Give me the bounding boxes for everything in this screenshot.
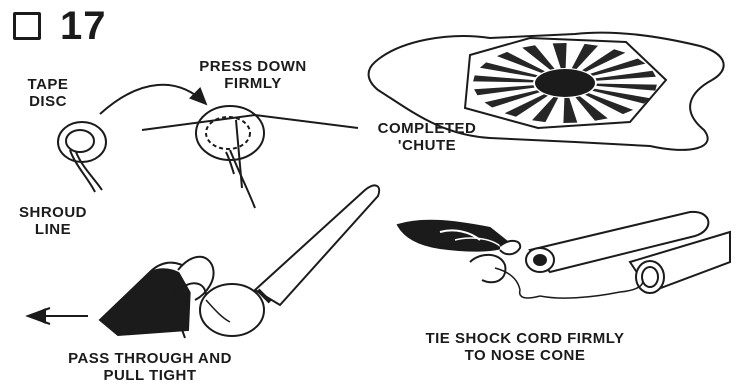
tape-disc-label: TAPE DISC	[10, 76, 86, 110]
tie-shock-cord-label-line2: TO NOSE CONE	[405, 347, 645, 364]
tie-shock-cord-drawing	[398, 212, 730, 298]
pass-through-label: PASS THROUGH AND PULL TIGHT	[40, 350, 260, 384]
tape-disc-label-line2: DISC	[10, 93, 86, 110]
press-down-label: PRESS DOWN FIRMLY	[178, 58, 328, 92]
pressed-disc-drawing	[142, 106, 358, 208]
completed-chute-label: COMPLETED 'CHUTE	[367, 120, 487, 154]
completed-chute-label-line1: COMPLETED	[367, 120, 487, 137]
pass-through-label-line1: PASS THROUGH AND	[40, 350, 260, 367]
tape-disc-label-line1: TAPE	[10, 76, 86, 93]
press-down-label-line1: PRESS DOWN	[178, 58, 328, 75]
tie-shock-cord-label-line1: TIE SHOCK CORD FIRMLY	[405, 330, 645, 347]
tape-disc-drawing	[58, 122, 106, 192]
shroud-line-label-line1: SHROUD	[8, 204, 98, 221]
pass-through-label-line2: PULL TIGHT	[40, 367, 260, 384]
shroud-line-label-line2: LINE	[8, 221, 98, 238]
press-down-label-line2: FIRMLY	[178, 75, 328, 92]
shroud-line-label: SHROUD LINE	[8, 204, 98, 238]
tie-shock-cord-label: TIE SHOCK CORD FIRMLY TO NOSE CONE	[405, 330, 645, 364]
completed-chute-label-line2: 'CHUTE	[367, 137, 487, 154]
